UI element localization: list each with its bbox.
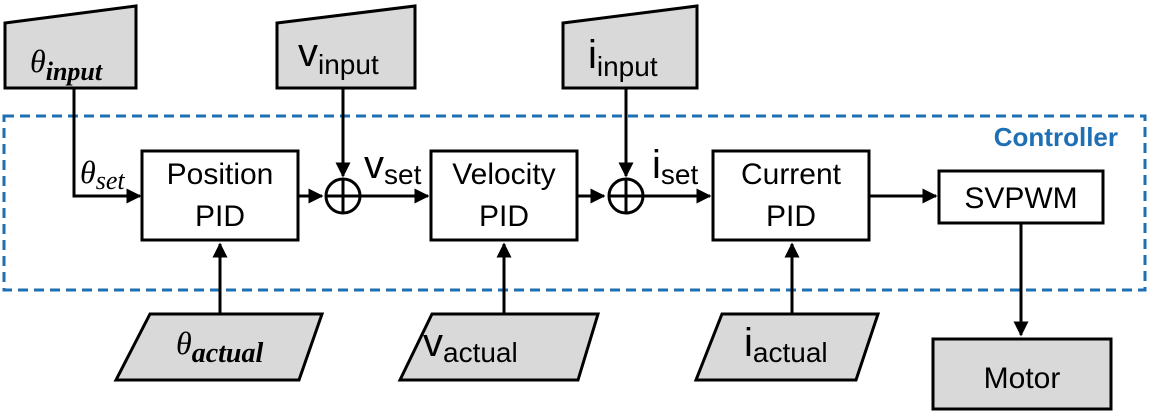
theta-actual-block: θactual — [113, 312, 325, 382]
velocity-pid-line2: PID — [479, 200, 529, 233]
theta-set-arrow — [72, 88, 142, 204]
theta-input-subscript: input — [46, 57, 103, 86]
v-set-subscript: set — [384, 159, 422, 190]
svpwm-block: SVPWM — [937, 169, 1105, 225]
theta-actual-symbol: θ — [176, 325, 192, 361]
i-input-symbol: i — [588, 33, 597, 77]
svg-text:θinput: θinput — [30, 43, 103, 86]
v-actual-subscript: actual — [443, 337, 518, 368]
svg-text:iinput: iinput — [588, 33, 658, 82]
svg-text:vinput: vinput — [298, 31, 379, 80]
v-input-symbol: v — [298, 31, 318, 75]
summing-junction-current — [607, 177, 645, 215]
i-set-symbol: i — [652, 143, 661, 187]
svg-text:θactual: θactual — [176, 325, 263, 369]
motor-block: Motor — [931, 337, 1113, 411]
current-pid-line1: Current — [741, 158, 842, 191]
svg-text:iset: iset — [652, 143, 698, 190]
v-actual-block: vactual — [397, 312, 601, 382]
velocity-pid-line1: Velocity — [452, 158, 555, 191]
current-pid-line2: PID — [766, 200, 816, 233]
motor-label: Motor — [984, 362, 1061, 395]
theta-set-symbol: θ — [80, 154, 96, 190]
v-input-subscript: input — [318, 49, 379, 80]
theta-input-block: θinput — [3, 4, 138, 90]
position-pid-block: Position PID — [140, 149, 300, 242]
v-input-block: vinput — [275, 4, 417, 90]
i-actual-block: iactual — [693, 312, 881, 382]
summing-junction-velocity — [324, 177, 362, 215]
i-input-block: iinput — [561, 4, 699, 90]
current-pid-block: Current PID — [711, 149, 871, 242]
i-actual-subscript: actual — [753, 337, 828, 368]
svg-text:θset: θset — [80, 154, 125, 195]
v-set-symbol: v — [364, 143, 384, 187]
v-actual-symbol: v — [423, 321, 443, 365]
position-pid-line1: Position — [167, 158, 274, 191]
i-actual-symbol: i — [744, 321, 753, 365]
controller-label: Controller — [994, 122, 1118, 152]
position-pid-line2: PID — [195, 200, 245, 233]
svg-text:iactual: iactual — [744, 321, 828, 368]
theta-actual-subscript: actual — [192, 338, 264, 369]
svg-text:vset: vset — [364, 143, 422, 190]
theta-set-subscript: set — [96, 166, 126, 195]
velocity-pid-block: Velocity PID — [429, 149, 579, 242]
i-input-subscript: input — [597, 51, 658, 82]
i-set-subscript: set — [661, 159, 699, 190]
svg-text:vactual: vactual — [423, 321, 518, 368]
svpwm-label: SVPWM — [964, 182, 1077, 215]
theta-input-symbol: θ — [30, 43, 46, 79]
